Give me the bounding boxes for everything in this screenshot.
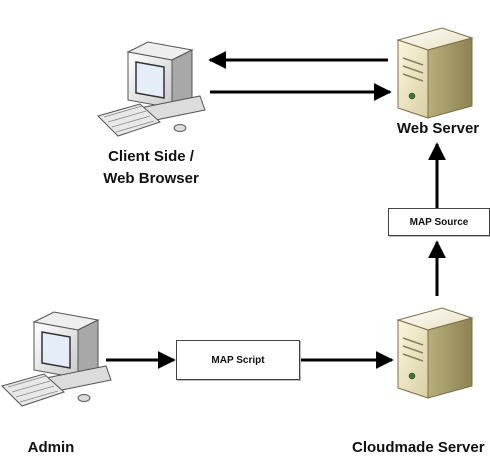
admin-label: Admin (27, 439, 75, 456)
cloudmade-server-label-text: Cloudmade Server (352, 439, 485, 456)
admin-computer-icon (1, 311, 112, 407)
map-script-box: MAP Script (176, 340, 300, 380)
map-source-label: MAP Source (409, 216, 469, 228)
map-source-box: MAP Source (388, 208, 490, 236)
web-server-icon (396, 27, 474, 119)
cloudmade-server-icon (396, 307, 474, 399)
web-server-label: Web Server (396, 120, 480, 137)
map-script-label: MAP Script (211, 354, 265, 366)
client-side-label: Client Side / Web Browser (86, 146, 216, 190)
client-side-label-line1: Client Side / (108, 148, 194, 165)
client-computer-icon (97, 41, 206, 137)
cloudmade-server-label: Cloudmade Server (352, 437, 490, 459)
client-side-label-line2: Web Browser (103, 170, 199, 187)
